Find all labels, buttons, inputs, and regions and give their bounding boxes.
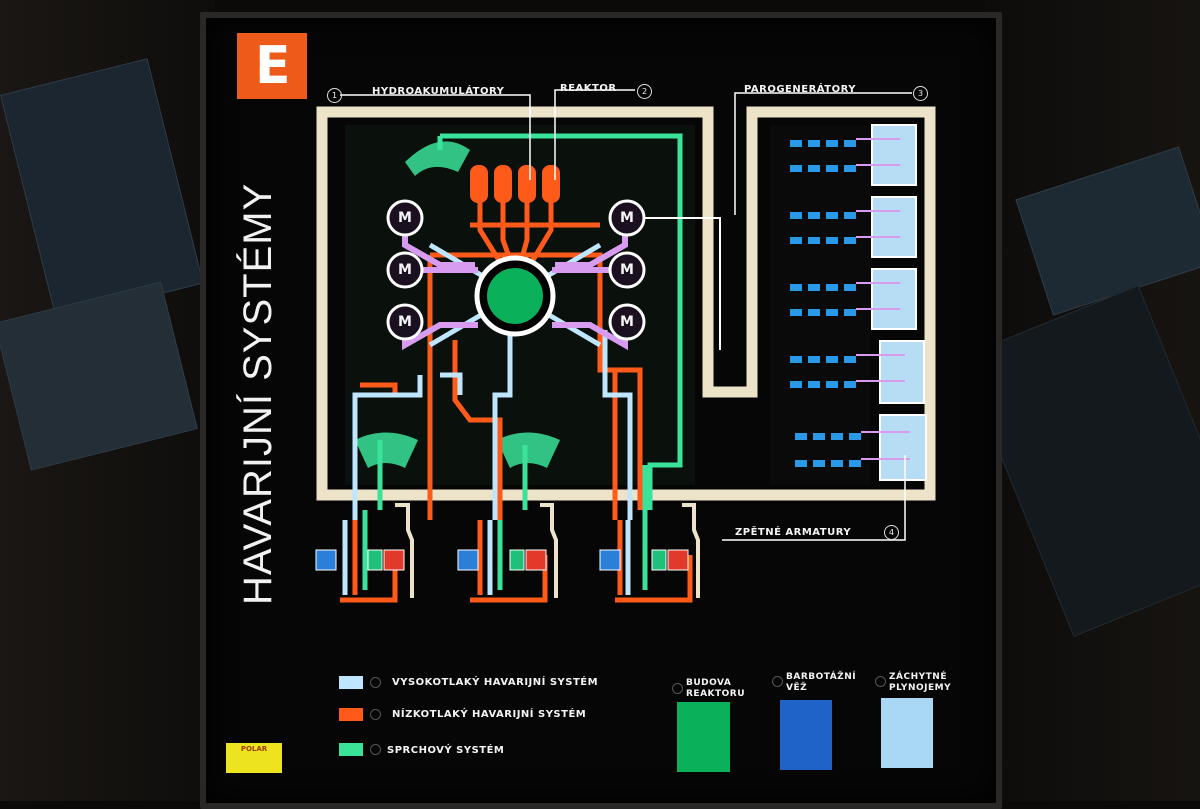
- tray-row: [795, 433, 861, 467]
- legend-area-reactor-building: [677, 702, 730, 772]
- pump-label: M: [620, 314, 635, 330]
- legend-area-label-gas-holders-1: ZÁCHYTNÉ: [889, 672, 947, 682]
- legend-swatch-low-pressure: [339, 708, 363, 721]
- legend-indicator-dot: [772, 676, 783, 687]
- legend-label-high-pressure: VYSOKOTLAKÝ HAVARIJNÍ SYSTÉM: [392, 677, 599, 688]
- pump-label: M: [398, 314, 413, 330]
- pump-label: M: [398, 262, 413, 278]
- tray-row: [790, 356, 856, 388]
- tray-connectors: [856, 138, 910, 460]
- low-pressure-lines: [340, 195, 693, 603]
- legend-area-label-reactor-building-2: REAKTORU: [686, 689, 746, 699]
- tank-icon: [367, 549, 383, 571]
- tank-icon: [509, 549, 525, 571]
- legend-indicator-dot: [875, 676, 886, 687]
- sprinkler-heads: [355, 141, 560, 468]
- legend-label-low-pressure: NÍZKOTLAKÝ HAVARIJNÍ SYSTÉM: [392, 709, 587, 720]
- pump-icon: [386, 251, 424, 289]
- legend-swatch-high-pressure: [339, 676, 363, 689]
- legend-indicator-dot: [672, 683, 683, 694]
- pump-label: M: [620, 210, 635, 226]
- callout-number-4: 4: [884, 525, 899, 540]
- pump-label: M: [620, 262, 635, 278]
- tank-icon: [667, 549, 689, 571]
- callout-number-2: 2: [637, 84, 652, 99]
- legend-swatch-spray: [339, 743, 363, 756]
- steam-generators: [871, 124, 927, 481]
- tank-icon: [383, 549, 405, 571]
- legend-area-label-bubbler-tower-1: BARBOTÁŽNÍ: [786, 672, 857, 682]
- bubbler-trays: [790, 140, 861, 467]
- sprinkler-icon: [497, 432, 560, 468]
- cez-logo: E: [237, 33, 307, 99]
- legend-indicator-dot: [370, 677, 381, 688]
- callout-label-steam-generators: PAROGENERÁTORY: [744, 84, 856, 95]
- legend-indicator-dot: [370, 744, 381, 755]
- callout-leaders: [340, 89, 912, 541]
- tray-row: [790, 284, 856, 316]
- tank-icon: [315, 549, 337, 571]
- tank-icon: [651, 549, 667, 571]
- tray-row: [790, 140, 856, 172]
- panel-title: HAVARIJNÍ SYSTÉMY: [236, 182, 280, 605]
- steam-generator-block: [879, 414, 927, 481]
- callout-number-1: 1: [327, 88, 342, 103]
- legend-area-gas-holders: [881, 698, 933, 768]
- pump-icon: [608, 199, 646, 237]
- pump-label: M: [398, 210, 413, 226]
- pump-icon: [608, 303, 646, 341]
- legend-label-spray: SPRCHOVÝ SYSTÉM: [387, 745, 505, 756]
- legend-area-bubbler-tower: [780, 700, 832, 770]
- legend-indicator-dot: [370, 709, 381, 720]
- logo-glyph: E: [255, 36, 291, 96]
- callout-label-reactor: REAKTOR: [560, 83, 617, 94]
- tank-group-1: [315, 503, 414, 598]
- tray-row: [790, 212, 856, 244]
- steam-generator-area: [770, 125, 870, 485]
- tank-icon: [525, 549, 547, 571]
- accumulator-tank: [518, 165, 536, 203]
- callout-number-3: 3: [913, 86, 928, 101]
- tank-icon: [599, 549, 621, 571]
- legend-area-label-gas-holders-2: PLYNOJEMY: [889, 683, 952, 693]
- tank-group-3: [599, 503, 700, 598]
- legend-area-label-bubbler-tower-2: VĚŽ: [786, 683, 808, 693]
- steam-generator-block: [871, 124, 917, 186]
- callout-label-check-valves: ZPĚTNÉ ARMATURY: [735, 527, 852, 538]
- tank-group-2: [457, 503, 558, 598]
- sprinkler-icon: [405, 141, 470, 176]
- sponsor-logo-text: POLAR: [240, 745, 268, 753]
- accumulator-tank: [494, 165, 512, 203]
- sprinkler-icon: [355, 432, 418, 468]
- pump-group: [386, 199, 646, 341]
- pump-icon: [608, 251, 646, 289]
- legend-area-label-reactor-building-1: BUDOVA: [686, 678, 732, 688]
- tank-icon: [457, 549, 479, 571]
- accumulator-tank: [470, 165, 488, 203]
- steam-generator-block: [871, 196, 917, 258]
- sponsor-logo: POLAR: [226, 743, 282, 773]
- steam-generator-block: [871, 268, 917, 330]
- steam-generator-block: [879, 340, 925, 404]
- reactor-core: [487, 268, 543, 324]
- accumulator-tank: [542, 165, 560, 203]
- pump-icon: [386, 199, 424, 237]
- callout-label-hydroaccumulators: HYDROAKUMULÁTORY: [372, 86, 505, 97]
- pump-icon: [386, 303, 424, 341]
